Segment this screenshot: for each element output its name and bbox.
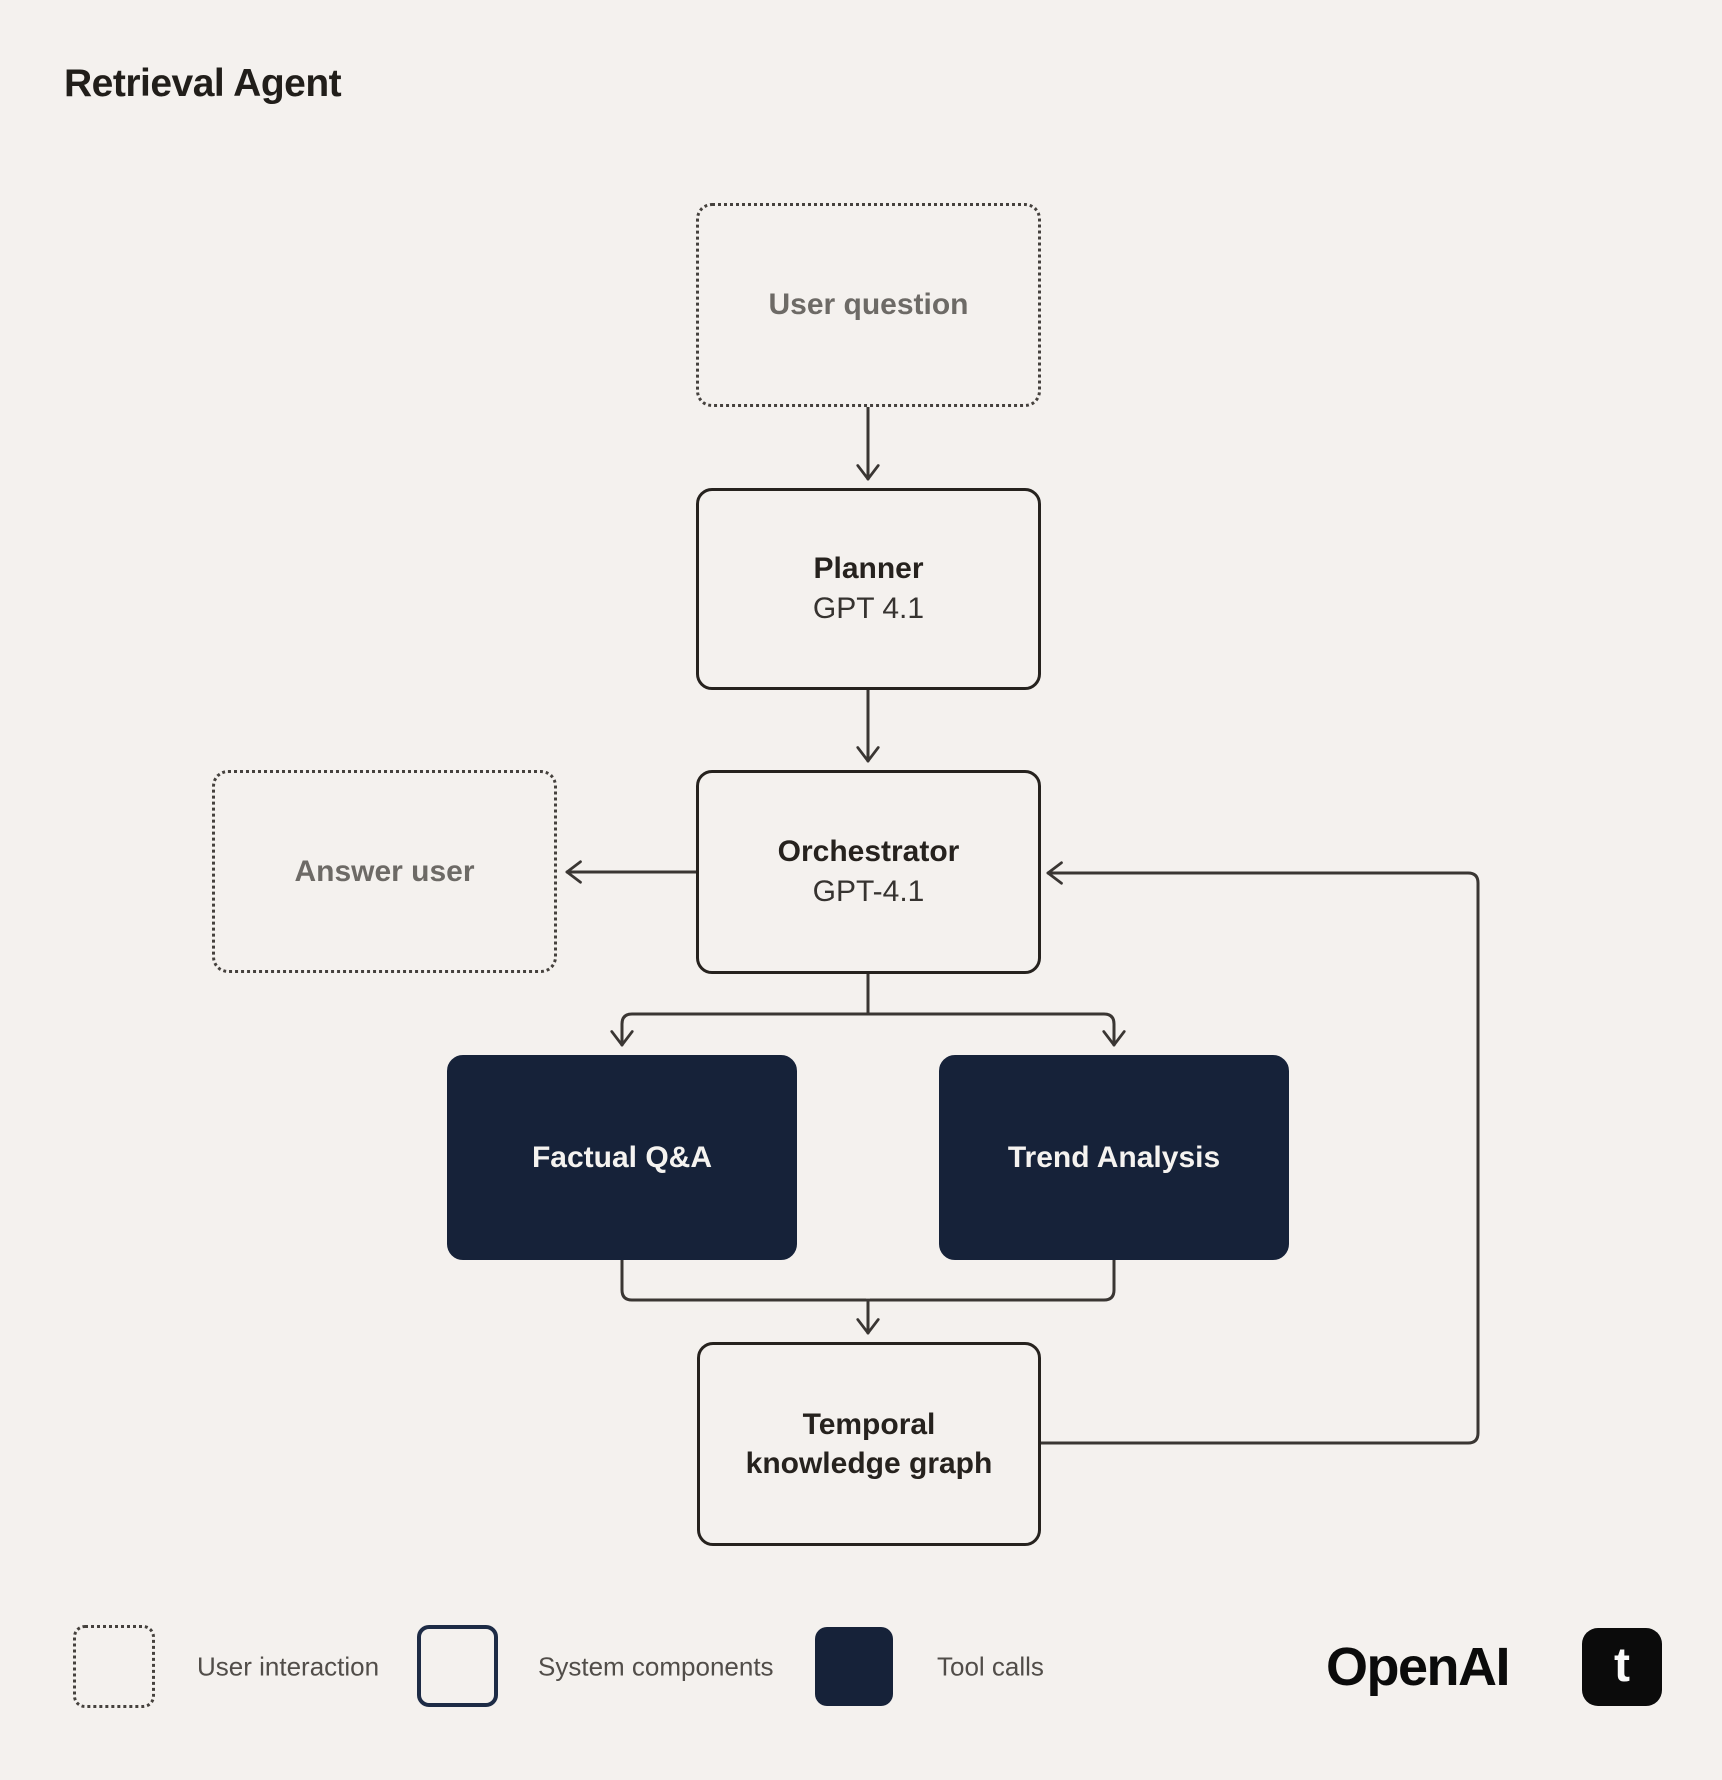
legend-label-tool-calls: Tool calls xyxy=(937,1651,1044,1682)
node-answer-user: Answer user xyxy=(212,770,557,973)
t-logo: t xyxy=(1582,1628,1662,1706)
node-user-question: User question xyxy=(696,203,1041,407)
node-temporal-knowledge-graph: Temporal knowledge graph xyxy=(697,1342,1041,1546)
connector-split-to-trend-analysis xyxy=(866,1012,1126,1047)
legend-swatch-system-components xyxy=(417,1625,498,1707)
connector-trend-analysis-join xyxy=(868,1258,1116,1302)
node-orchestrator-title: Orchestrator xyxy=(777,834,960,868)
page-title: Retrieval Agent xyxy=(64,62,342,105)
node-orchestrator-subtitle: GPT-4.1 xyxy=(812,875,925,908)
node-answer-user-label: Answer user xyxy=(294,854,475,888)
t-logo-letter: t xyxy=(1614,1638,1630,1692)
connector-split-to-factual-qa xyxy=(610,1012,870,1047)
node-planner: Planner GPT 4.1 xyxy=(696,488,1041,690)
node-planner-subtitle: GPT 4.1 xyxy=(812,592,925,625)
node-trend-analysis-label: Trend Analysis xyxy=(1007,1140,1221,1174)
node-factual-qa-label: Factual Q&A xyxy=(531,1140,713,1174)
node-factual-qa: Factual Q&A xyxy=(447,1055,797,1260)
node-user-question-label: User question xyxy=(768,288,969,321)
node-trend-analysis: Trend Analysis xyxy=(939,1055,1289,1260)
node-planner-title: Planner xyxy=(813,551,924,585)
legend-swatch-tool-calls xyxy=(815,1627,893,1706)
node-temporal-knowledge-graph-label: Temporal knowledge graph xyxy=(745,1408,993,1480)
legend-label-user-interaction: User interaction xyxy=(197,1651,380,1682)
legend-label-system-components: System components xyxy=(538,1651,774,1682)
openai-logo: OpenAI xyxy=(1326,1637,1511,1697)
node-orchestrator: Orchestrator GPT-4.1 xyxy=(696,770,1041,974)
legend-swatch-user-interaction xyxy=(73,1625,155,1708)
connector-factual-qa-join xyxy=(620,1258,868,1302)
